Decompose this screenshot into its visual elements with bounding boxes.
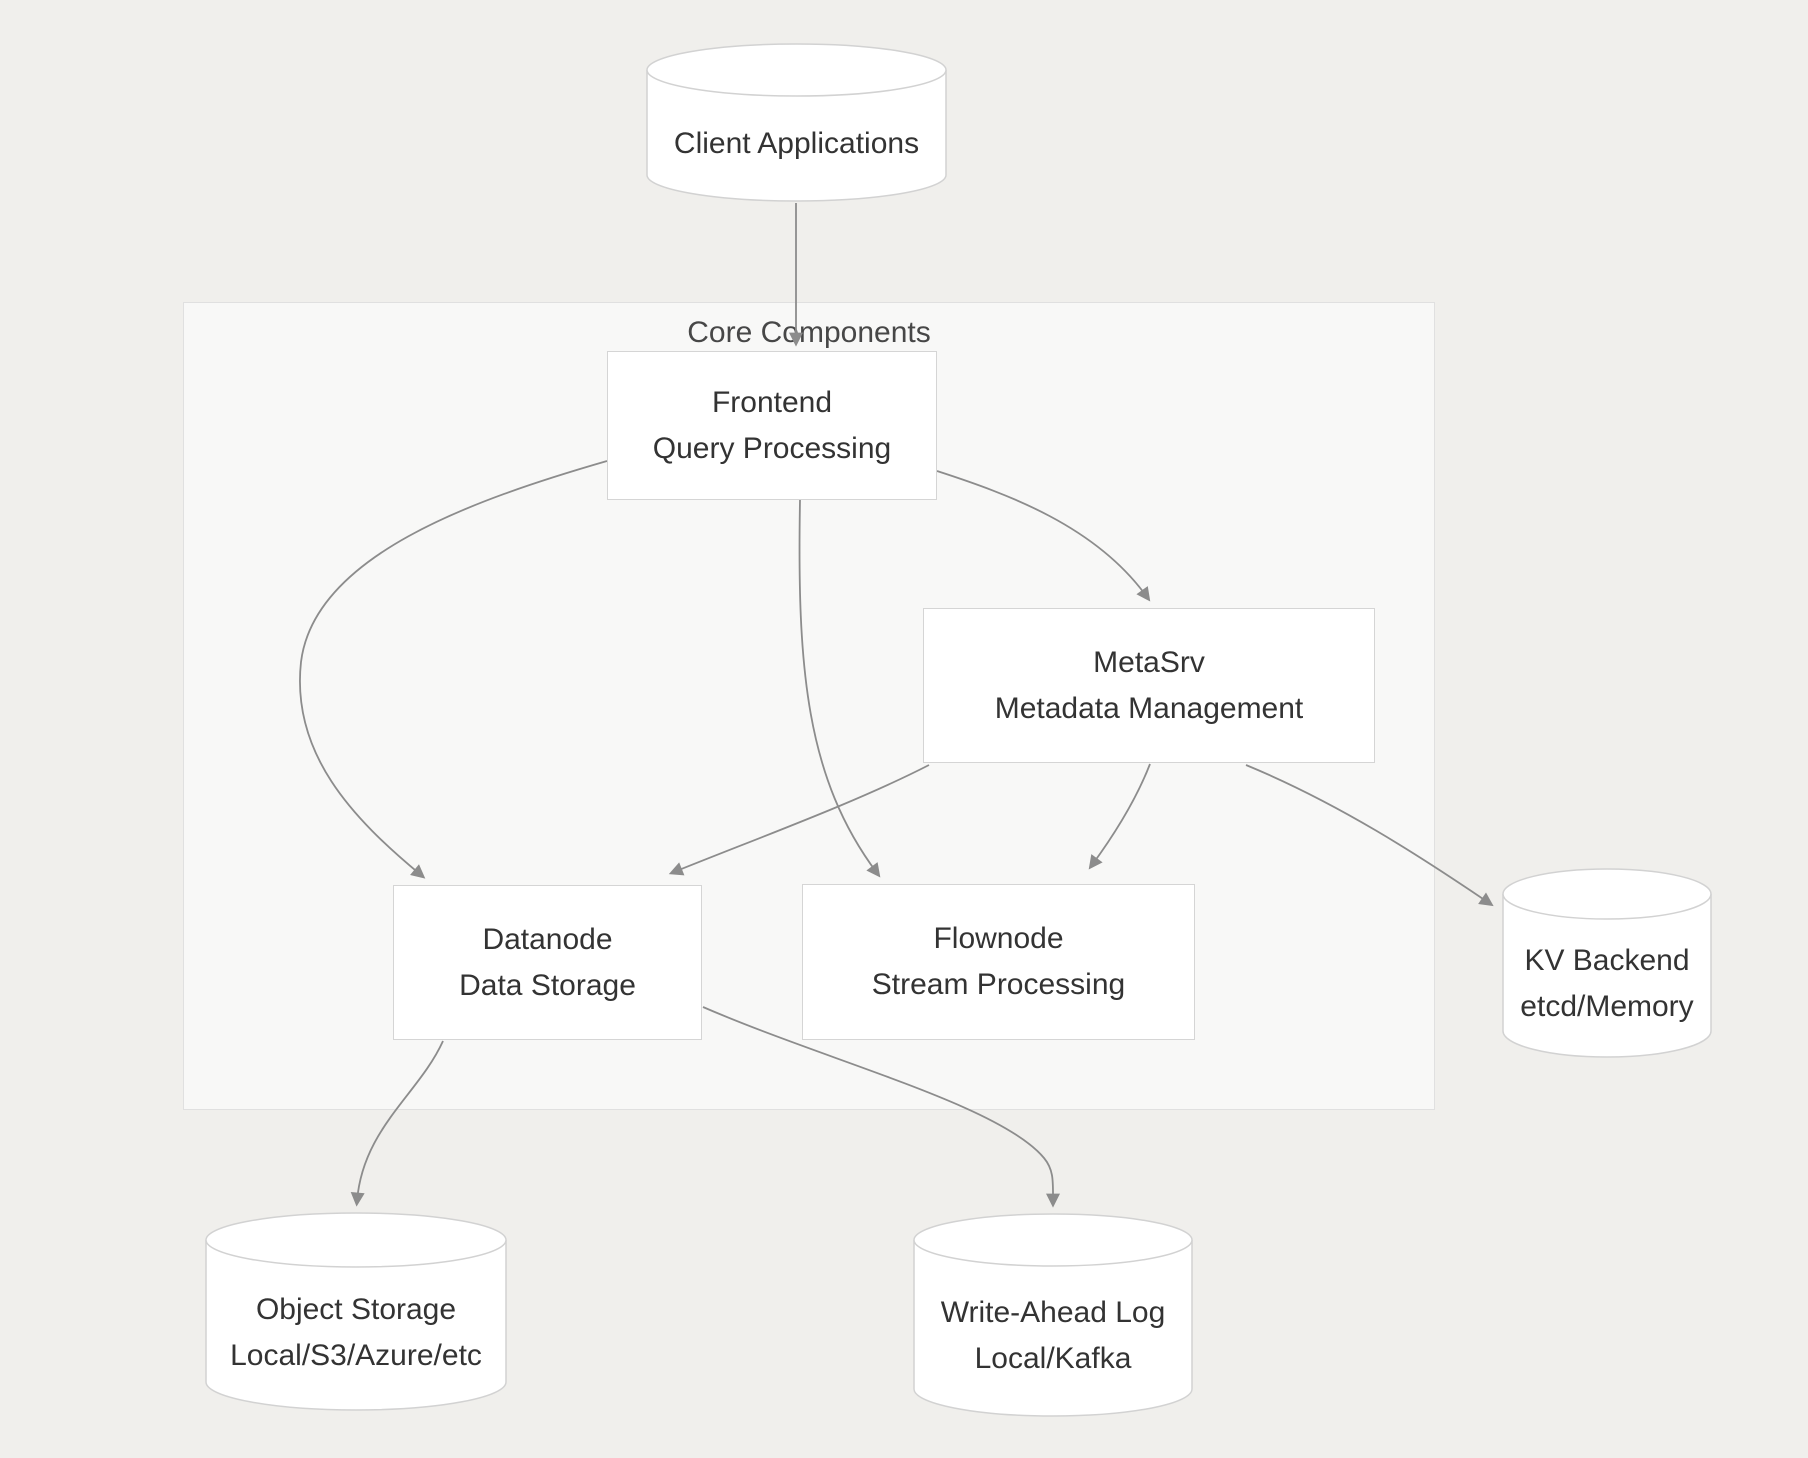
node-kv-backend-subtitle: etcd/Memory	[1520, 990, 1694, 1023]
edge-datanode-to-wal	[702, 1006, 1061, 1208]
edge-metasrv-to-kv-backend	[1245, 764, 1494, 907]
node-write-ahead-log-subtitle: Local/Kafka	[974, 1342, 1132, 1375]
node-flownode: Flownode Stream Processing	[802, 884, 1195, 1040]
node-metasrv-title: MetaSrv	[1093, 645, 1205, 679]
edge-metasrv-to-flownode	[1088, 763, 1151, 870]
node-object-storage: Object Storage Local/S3/Azure/etc	[205, 1212, 507, 1412]
edge-frontend-to-flownode	[798, 499, 881, 878]
cylinder-shape	[913, 1213, 1193, 1417]
edge-frontend-to-datanode	[299, 460, 608, 879]
edge-frontend-to-metasrv	[936, 470, 1151, 602]
node-flownode-title: Flownode	[933, 922, 1064, 955]
core-components-group-label: Core Components	[687, 316, 931, 349]
cylinder-shape	[205, 1212, 507, 1411]
node-datanode-title: Datanode	[482, 922, 613, 956]
node-frontend: Frontend Query Processing	[607, 351, 937, 500]
node-datanode: Datanode Data Storage	[393, 885, 702, 1040]
node-client-applications: Client Applications	[646, 43, 947, 203]
cylinder-shape	[1502, 868, 1712, 1058]
edge-metasrv-to-datanode	[668, 764, 930, 876]
edge-datanode-to-object-storage	[350, 1040, 444, 1207]
node-metasrv-subtitle: Metadata Management	[994, 691, 1304, 725]
node-kv-backend-title: KV Backend	[1524, 944, 1690, 977]
node-frontend-title: Frontend	[711, 385, 833, 419]
node-flownode-subtitle: Stream Processing	[871, 968, 1126, 1001]
node-datanode-subtitle: Data Storage	[459, 968, 636, 1002]
node-frontend-subtitle: Query Processing	[652, 431, 892, 465]
node-write-ahead-log-title: Write-Ahead Log	[940, 1296, 1166, 1329]
node-client-applications-title: Client Applications	[673, 127, 920, 160]
node-metasrv: MetaSrv Metadata Management	[923, 608, 1375, 763]
node-object-storage-title: Object Storage	[255, 1293, 457, 1326]
cylinder-shape	[646, 43, 947, 202]
node-object-storage-subtitle: Local/S3/Azure/etc	[230, 1339, 482, 1372]
node-kv-backend: KV Backend etcd/Memory	[1502, 868, 1712, 1058]
node-write-ahead-log: Write-Ahead Log Local/Kafka	[913, 1213, 1193, 1417]
